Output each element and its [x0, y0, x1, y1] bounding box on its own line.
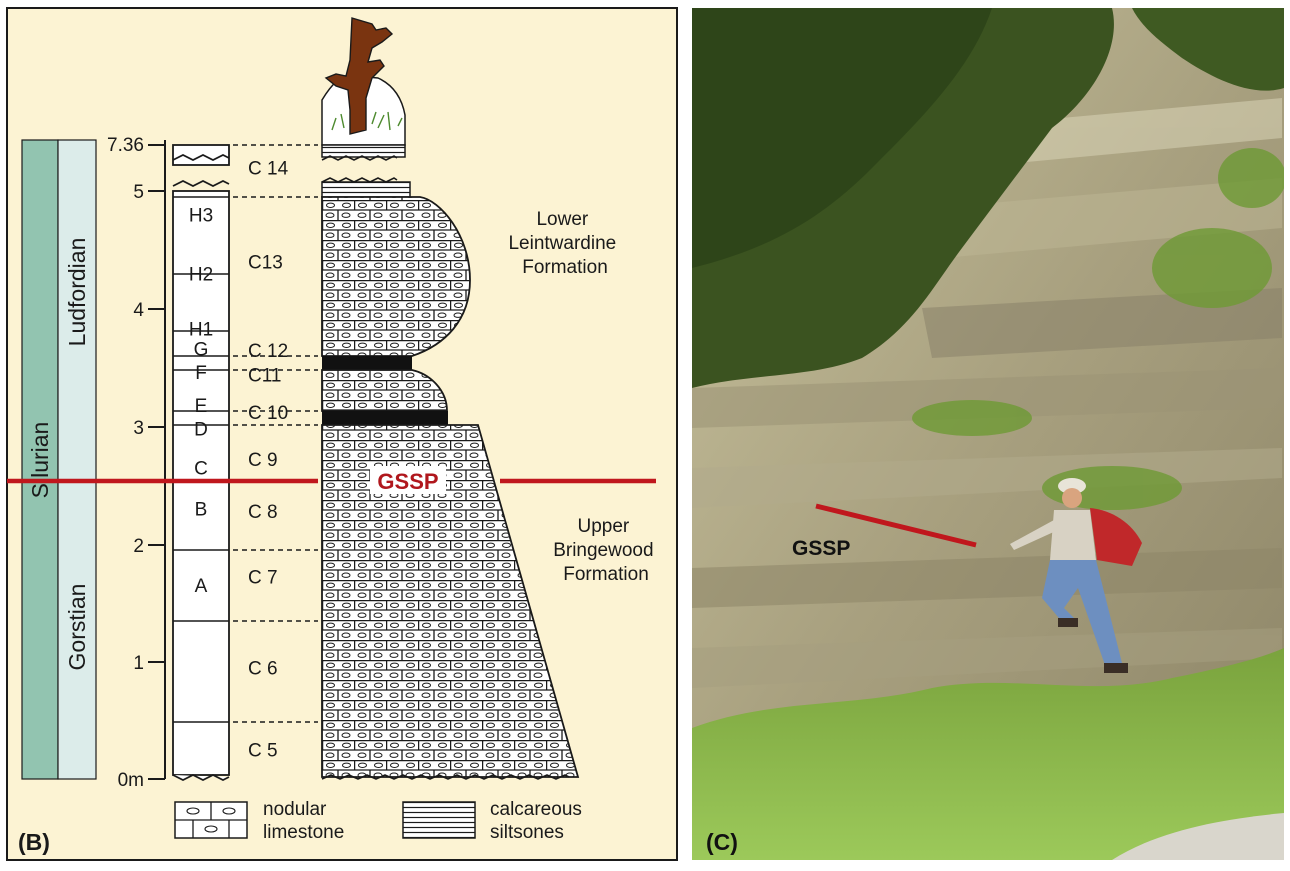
bed-label-c8: C 8: [248, 502, 278, 523]
scale-tick-1: 1: [133, 653, 144, 674]
formation-upper-bringewood: Upper Bringewood Formation: [553, 516, 659, 585]
unit-label-d: D: [194, 420, 208, 441]
legend-label-calcareous-siltsones: calcareous siltsones: [490, 799, 587, 843]
bed-label-c7: C 7: [248, 568, 278, 589]
panel-c-label: (C): [706, 829, 738, 855]
bed-label-c11: C11: [248, 366, 281, 387]
scale-tick-7-36: 7.36: [107, 135, 144, 156]
scale-tick-4: 4: [133, 300, 144, 321]
gssp-label: GSSP: [377, 469, 438, 494]
stage-bar: [57, 139, 97, 780]
unit-label-h3: H3: [189, 206, 213, 227]
outcrop-photo: GSSP (C): [692, 8, 1286, 860]
legend-swatch-calcareous-siltsones: [402, 801, 476, 839]
scale-tick-2: 2: [133, 536, 144, 557]
gssp-marker-line: [815, 503, 977, 548]
scale-tick-0: 0m: [118, 770, 144, 791]
tree-root-drawing: [324, 17, 394, 135]
system-label: Silurian: [27, 422, 53, 499]
unit-label-h2: H2: [189, 264, 213, 285]
stratigraphic-column-figure: Silurian Ludfordian Gorstian 0m 1 2 3 4 …: [6, 7, 678, 861]
bed-label-c9: C 9: [248, 450, 278, 471]
unit-label-c: C: [194, 458, 208, 479]
unit-label-f: F: [195, 363, 207, 384]
stratigraphic-column-panel: Silurian Ludfordian Gorstian 0m 1 2 3 4 …: [6, 7, 678, 861]
legend-label-nodular-limestone: nodular limestone: [263, 799, 344, 843]
scale-tick-5: 5: [133, 182, 144, 203]
bed-labels: C 5 C 6 C 7 C 8 C 9 C 10 C11 C 12 C13 C 14: [248, 159, 289, 762]
bed-label-c12: C 12: [248, 341, 288, 362]
stage-label-gorstian: Gorstian: [64, 584, 90, 671]
grass-foreground: [692, 648, 1284, 860]
unit-label-a: A: [195, 576, 208, 597]
lithology-column: [321, 17, 580, 780]
scale-tick-3: 3: [133, 418, 144, 439]
bed-label-c14: C 14: [248, 159, 289, 180]
geologist-figure: [1010, 478, 1142, 673]
bed-label-c10: C 10: [248, 403, 288, 424]
unit-label-b: B: [195, 500, 208, 521]
formation-lower-leintwardine: Lower Leintwardine Formation: [508, 209, 621, 278]
outcrop-photo-panel: GSSP (C): [692, 8, 1286, 860]
bed-label-c5: C 5: [248, 741, 278, 762]
gssp-photo-label: GSSP: [792, 537, 850, 560]
unit-label-h1: H1: [189, 320, 213, 341]
depth-scale-axis: [148, 140, 166, 780]
system-bar: [21, 139, 59, 780]
bed-label-c13: C13: [248, 253, 283, 274]
bed-label-c6: C 6: [248, 658, 278, 679]
unit-label-e: E: [195, 396, 208, 417]
legend: [174, 801, 476, 839]
panel-b-label: (B): [18, 829, 50, 855]
stage-label-ludfordian: Ludfordian: [64, 238, 90, 347]
unit-label-g: G: [194, 340, 209, 361]
